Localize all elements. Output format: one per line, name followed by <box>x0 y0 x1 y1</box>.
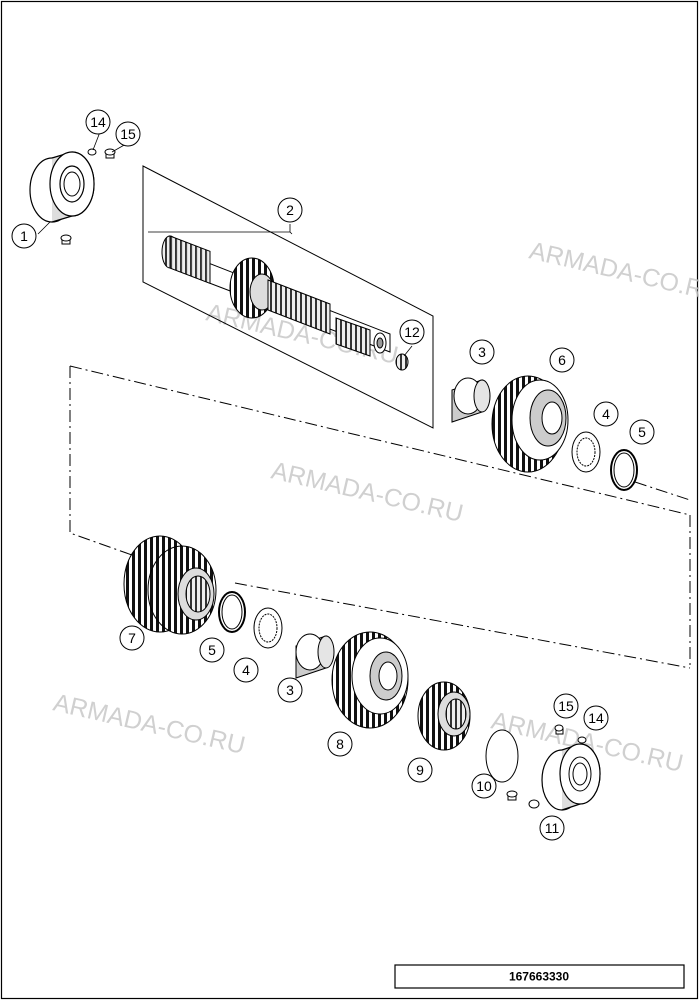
document-number: 167663330 <box>509 970 569 984</box>
svg-text:5: 5 <box>638 424 646 440</box>
callout-3-bottom: 3 <box>277 677 303 703</box>
callout-group: 1 2 14 15 12 3 6 4 5 7 5 4 3 8 9 10 11 1… <box>11 109 655 841</box>
washer-part-14-bottom <box>577 736 587 744</box>
callout-11: 11 <box>539 815 565 841</box>
circlip-part-5-bottom <box>218 591 246 633</box>
group-dashdot-axis <box>634 481 691 501</box>
callout-9: 9 <box>407 757 433 783</box>
callout-12: 12 <box>399 319 425 345</box>
callout-15-top: 15 <box>115 121 141 147</box>
washer-part-4-top <box>571 431 601 473</box>
svg-text:15: 15 <box>120 126 136 142</box>
callout-14-bottom: 14 <box>583 705 609 731</box>
gear-part-9 <box>417 681 471 751</box>
document-number-box: 167663330 <box>394 964 685 989</box>
svg-text:14: 14 <box>588 710 604 726</box>
callout-5-bottom: 5 <box>199 637 225 663</box>
bearing-part-1 <box>29 151 95 223</box>
screw-part-bottom-left <box>60 234 72 245</box>
watermark: ARMADA-CO.RU <box>51 689 248 760</box>
gear-part-8 <box>331 631 409 729</box>
watermark: ARMADA-CO.RU <box>527 237 699 308</box>
group-dashdot-left <box>69 366 133 556</box>
callout-2: 2 <box>277 197 303 223</box>
svg-text:10: 10 <box>476 778 492 794</box>
svg-text:14: 14 <box>90 114 106 130</box>
svg-text:2: 2 <box>286 202 294 218</box>
svg-text:15: 15 <box>558 698 574 714</box>
circlip-part-5-top <box>610 449 638 491</box>
callout-3-top: 3 <box>469 339 495 365</box>
washer-part-14-top <box>87 148 97 156</box>
svg-text:5: 5 <box>208 642 216 658</box>
bushing-part-3-top <box>451 377 491 423</box>
bushing-part-3-bottom <box>295 633 335 679</box>
callout-8: 8 <box>327 731 353 757</box>
washer-near-11 <box>528 799 540 809</box>
screw-part-15-bottom <box>554 724 564 735</box>
callout-10: 10 <box>471 773 497 799</box>
svg-text:3: 3 <box>286 682 294 698</box>
shaft-assembly-frame <box>142 165 434 429</box>
washer-part-10 <box>485 729 519 783</box>
svg-text:3: 3 <box>478 344 486 360</box>
svg-text:7: 7 <box>128 630 136 646</box>
callout-6: 6 <box>549 347 575 373</box>
svg-text:8: 8 <box>336 736 344 752</box>
gear-part-7 <box>123 535 217 635</box>
main-shaft-part-2 <box>161 235 391 357</box>
callout-4-top: 4 <box>593 401 619 427</box>
svg-text:9: 9 <box>416 762 424 778</box>
screw-part-15-top <box>104 148 116 159</box>
svg-text:12: 12 <box>404 324 420 340</box>
callout-14-top: 14 <box>85 109 111 135</box>
callout-15-bottom: 15 <box>553 693 579 719</box>
screw-near-10 <box>506 790 518 801</box>
watermark: ARMADA-CO.RU <box>269 457 466 528</box>
svg-text:4: 4 <box>602 406 610 422</box>
bearing-part-11 <box>541 743 601 811</box>
callout-1: 1 <box>11 223 37 249</box>
gear-part-6 <box>491 375 569 473</box>
svg-text:4: 4 <box>242 662 250 678</box>
group-dashdot-bottom <box>234 582 691 669</box>
washer-part-4-bottom <box>253 607 283 649</box>
callout-4-bottom: 4 <box>233 657 259 683</box>
part-12-insert <box>395 353 409 371</box>
callout-5-top: 5 <box>629 419 655 445</box>
svg-text:11: 11 <box>545 820 560 836</box>
svg-text:6: 6 <box>558 352 566 368</box>
callout-7: 7 <box>119 625 145 651</box>
leader-lines <box>37 131 413 357</box>
svg-text:1: 1 <box>20 228 28 244</box>
group-dashdot-top <box>69 365 691 516</box>
